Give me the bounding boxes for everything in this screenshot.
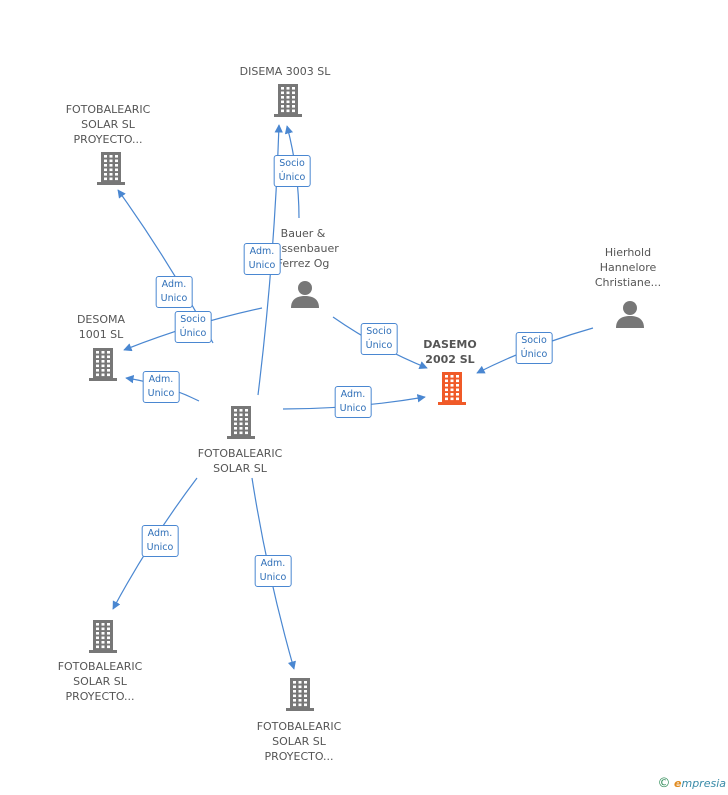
building-icon[interactable] bbox=[87, 619, 119, 657]
edge-label-bauer-to-desoma[interactable]: SocioÚnico bbox=[175, 311, 212, 343]
node-label-line: PROYECTO... bbox=[66, 132, 151, 147]
edge-label-line: Único bbox=[279, 171, 306, 185]
edge-label-fotosolar-to-disema[interactable]: Adm.Unico bbox=[244, 243, 281, 275]
edge-label-line: Unico bbox=[161, 292, 188, 306]
node-label-line: Bauer & bbox=[267, 226, 338, 241]
node-label-line: DASEMO bbox=[423, 337, 476, 352]
node-label-line: FOTOBALEARIC bbox=[66, 102, 151, 117]
node-label-line: DISEMA 3003 SL bbox=[240, 64, 331, 79]
edge-label-fotosolar-to-desoma[interactable]: Adm.Unico bbox=[143, 371, 180, 403]
building-icon[interactable] bbox=[436, 371, 468, 409]
edge-label-line: Adm. bbox=[260, 557, 287, 571]
edge-label-line: Único bbox=[521, 348, 548, 362]
person-icon[interactable] bbox=[290, 279, 320, 313]
edge-label-line: Unico bbox=[340, 402, 367, 416]
node-label-line: PROYECTO... bbox=[257, 749, 342, 764]
node-label-line: Hierhold bbox=[595, 245, 661, 260]
node-label-line: 1001 SL bbox=[77, 327, 125, 342]
edge-label-line: Adm. bbox=[161, 278, 188, 292]
brand-name: mpresia bbox=[681, 777, 726, 790]
node-label-dasemo[interactable]: DASEMO2002 SL bbox=[423, 337, 476, 367]
node-label-line: Hannelore bbox=[595, 260, 661, 275]
node-label-fotosolar[interactable]: FOTOBALEARICSOLAR SL bbox=[198, 446, 283, 476]
building-icon[interactable] bbox=[272, 83, 304, 121]
node-label-line: SOLAR SL bbox=[66, 117, 151, 132]
edge-label-fotosolar-to-dasemo[interactable]: Adm.Unico bbox=[335, 386, 372, 418]
node-label-desoma[interactable]: DESOMA1001 SL bbox=[77, 312, 125, 342]
node-label-line: SOLAR SL bbox=[58, 674, 143, 689]
edge-label-line: Socio bbox=[366, 325, 393, 339]
node-label-line: FOTOBALEARIC bbox=[198, 446, 283, 461]
node-label-line: 2002 SL bbox=[423, 352, 476, 367]
edge-label-line: Unico bbox=[249, 259, 276, 273]
edge-label-line: Adm. bbox=[148, 373, 175, 387]
building-icon[interactable] bbox=[225, 405, 257, 443]
edge-label-line: Único bbox=[366, 339, 393, 353]
node-label-fotoproy1[interactable]: FOTOBALEARICSOLAR SLPROYECTO... bbox=[66, 102, 151, 147]
building-icon[interactable] bbox=[284, 677, 316, 715]
copyright-symbol: © bbox=[658, 776, 671, 791]
edge-label-line: Unico bbox=[260, 571, 287, 585]
edge-label-line: Unico bbox=[148, 387, 175, 401]
node-label-line: FOTOBALEARIC bbox=[257, 719, 342, 734]
edge-label-line: Socio bbox=[180, 313, 207, 327]
edge-label-bauer-to-dasemo[interactable]: SocioÚnico bbox=[361, 323, 398, 355]
node-label-fotoproy2[interactable]: FOTOBALEARICSOLAR SLPROYECTO... bbox=[58, 659, 143, 704]
node-label-line: DESOMA bbox=[77, 312, 125, 327]
edge-label-line: Socio bbox=[279, 157, 306, 171]
edge-label-line: Adm. bbox=[249, 245, 276, 259]
node-label-disema[interactable]: DISEMA 3003 SL bbox=[240, 64, 331, 79]
edge-label-line: Unico bbox=[147, 541, 174, 555]
node-label-fotoproy3[interactable]: FOTOBALEARICSOLAR SLPROYECTO... bbox=[257, 719, 342, 764]
edge-label-bauer-to-disema[interactable]: SocioÚnico bbox=[274, 155, 311, 187]
building-icon[interactable] bbox=[87, 347, 119, 385]
building-icon[interactable] bbox=[95, 151, 127, 189]
edge-label-line: Adm. bbox=[147, 527, 174, 541]
node-label-line: SOLAR SL bbox=[257, 734, 342, 749]
node-label-hierhold[interactable]: HierholdHanneloreChristiane... bbox=[595, 245, 661, 290]
node-label-line: PROYECTO... bbox=[58, 689, 143, 704]
person-icon[interactable] bbox=[615, 299, 645, 333]
edge-label-line: Socio bbox=[521, 334, 548, 348]
node-label-line: FOTOBALEARIC bbox=[58, 659, 143, 674]
edge-label-line: Adm. bbox=[340, 388, 367, 402]
node-label-line: SOLAR SL bbox=[198, 461, 283, 476]
node-label-line: Christiane... bbox=[595, 275, 661, 290]
footer-brand[interactable]: © empresia bbox=[658, 776, 726, 791]
edge-label-fotosolar-to-fotoproy3[interactable]: Adm.Unico bbox=[255, 555, 292, 587]
edge-label-fotosolar-to-fotoproy2[interactable]: Adm.Unico bbox=[142, 525, 179, 557]
edge-label-line: Único bbox=[180, 327, 207, 341]
edge-label-fotosolar-to-fotoproy1[interactable]: Adm.Unico bbox=[156, 276, 193, 308]
edge-label-hierhold-to-dasemo[interactable]: SocioÚnico bbox=[516, 332, 553, 364]
